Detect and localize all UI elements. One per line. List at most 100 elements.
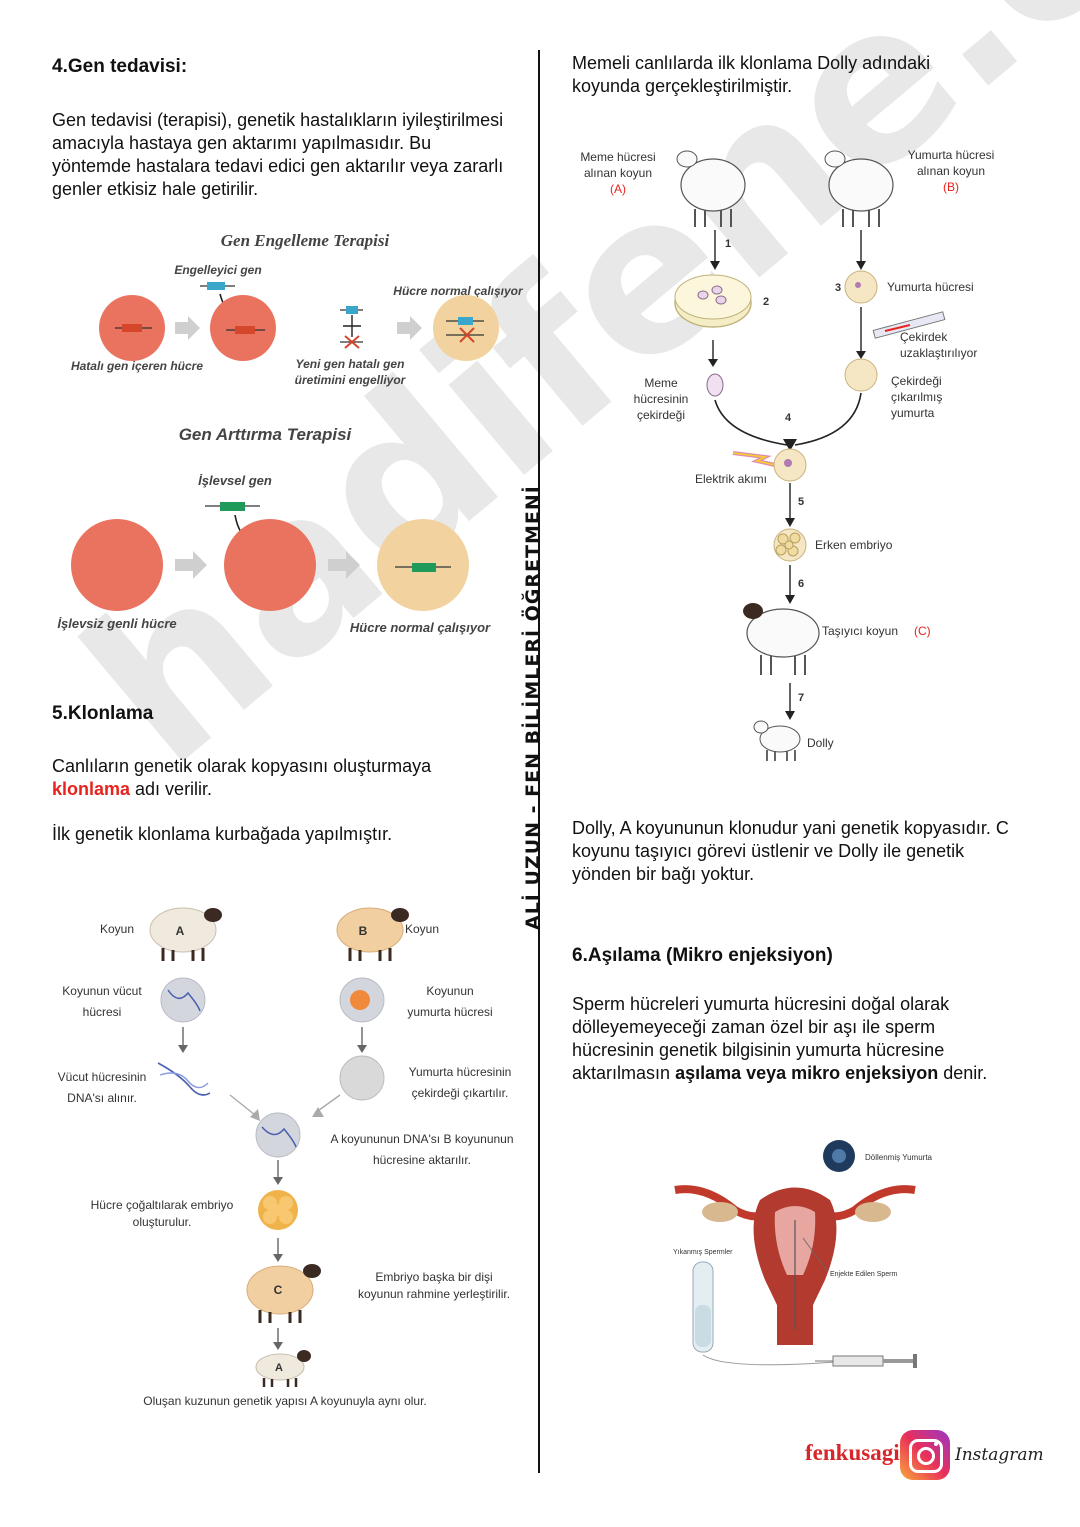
svg-text:Yumurta hücresinin: Yumurta hücresinin xyxy=(409,1065,512,1079)
sheep-b-letter: B xyxy=(359,924,368,938)
faulty-label: Hatalı gen içeren hücre xyxy=(71,359,203,373)
svg-text:Koyunun: Koyunun xyxy=(426,984,473,998)
syringe-icon xyxy=(815,1354,917,1368)
cloning-definition: Canlıların genetik olarak kopyasını oluş… xyxy=(52,756,432,799)
augmentation-title: Gen Arttırma Terapisi xyxy=(179,425,353,444)
block-label-2: üretimini engelliyor xyxy=(295,373,407,387)
uterus-injection-figure: Döllenmiş Yumurta Enjekte Edilen Sperm Y… xyxy=(673,1140,933,1368)
arrow-right-icon xyxy=(328,551,360,579)
svg-text:Hücre çoğaltılarak embriyo: Hücre çoğaltılarak embriyo xyxy=(91,1198,234,1212)
gene-inhibition-figure: Gen Engelleme Terapisi Engelleyici gen H… xyxy=(71,231,524,387)
sheep-a-label: Koyun xyxy=(100,922,134,936)
body-cell-icon xyxy=(160,977,206,1023)
svg-text:Enjekte Edilen Sperm: Enjekte Edilen Sperm xyxy=(830,1271,897,1278)
dna-strand-icon xyxy=(157,1062,211,1096)
svg-text:alınan koyun: alınan koyun xyxy=(917,164,985,178)
petri-dish-icon xyxy=(674,274,752,328)
svg-text:koyunun rahmine yerleştirilir.: koyunun rahmine yerleştirilir. xyxy=(358,1287,510,1301)
svg-text:5: 5 xyxy=(798,496,804,508)
svg-text:Yumurta hücresi: Yumurta hücresi xyxy=(887,280,974,294)
cloning-diagram: Koyun A B Koyun Koyunun vücut hücresi Ko… xyxy=(58,907,514,1408)
svg-text:4: 4 xyxy=(785,412,792,424)
ovary-left xyxy=(702,1202,738,1222)
arrow-right-icon xyxy=(175,551,207,579)
gen-therapy-text: Gen tedavisi (terapisi), genetik hastalı… xyxy=(52,110,504,199)
dolly-intro: Memeli canlılarda ilk klonlama Dolly adı… xyxy=(572,53,931,96)
gene-augmentation-figure: Gen Arttırma Terapisi İşlevsel gen İşlev… xyxy=(57,425,491,635)
svg-text:hücresine aktarılır.: hücresine aktarılır. xyxy=(373,1153,471,1167)
svg-text:yumurta hücresi: yumurta hücresi xyxy=(407,1005,492,1019)
svg-text:hücresi: hücresi xyxy=(83,1005,122,1019)
svg-text:DNA'sı alınır.: DNA'sı alınır. xyxy=(67,1091,137,1105)
svg-text:çekirdeği: çekirdeği xyxy=(637,408,685,422)
sheep-a-letter: A xyxy=(176,924,185,938)
normal-label-1: Hücre normal çalışıyor xyxy=(393,284,524,298)
functional-gene-label: İşlevsel gen xyxy=(198,473,272,488)
sheep-b-icon xyxy=(824,150,894,227)
cloning-keyword: klonlama xyxy=(52,779,131,799)
nonfunctional-label: İşlevsiz genli hücre xyxy=(57,616,176,631)
inhibition-title: Gen Engelleme Terapisi xyxy=(221,231,390,250)
enucleated-egg-icon xyxy=(339,1055,385,1101)
cloning-title: 5.Klonlama xyxy=(52,703,154,724)
gen-therapy-title: 4.Gen tedavisi: xyxy=(52,56,188,77)
svg-text:3: 3 xyxy=(835,282,841,294)
sheep-c-icon: C xyxy=(246,1264,321,1323)
svg-text:(B): (B) xyxy=(943,180,959,194)
enucleated-egg-icon xyxy=(844,358,878,392)
svg-text:7: 7 xyxy=(798,692,804,704)
svg-text:Taşıyıcı koyun: Taşıyıcı koyun xyxy=(822,624,898,638)
svg-text:1: 1 xyxy=(725,238,731,250)
embryo-icon xyxy=(258,1190,298,1230)
svg-text:Yıkanmış Spermler: Yıkanmış Spermler xyxy=(673,1249,733,1256)
transfer-cell-icon xyxy=(255,1112,301,1158)
pipette-icon xyxy=(872,311,946,339)
svg-text:Çekirdeği: Çekirdeği xyxy=(891,374,942,388)
column-divider xyxy=(538,50,540,1473)
sheep-a-icon xyxy=(676,150,746,227)
sheep-a-icon: A xyxy=(149,907,222,961)
svg-text:Koyunun vücut: Koyunun vücut xyxy=(62,984,142,998)
first-clone-text: İlk genetik klonlama kurbağada yapılmışt… xyxy=(52,824,393,844)
svg-text:Çekirdek: Çekirdek xyxy=(900,330,948,344)
ovary-right xyxy=(855,1202,891,1222)
dolly-lamb-icon xyxy=(753,720,801,761)
svg-text:Meme: Meme xyxy=(644,376,678,390)
sheep-c-letter: C xyxy=(274,1283,283,1297)
nucleus-icon xyxy=(706,373,724,397)
insemination-title: 6.Aşılama (Mikro enjeksiyon) xyxy=(572,945,833,966)
lamb-icon: A xyxy=(255,1350,311,1387)
insemination-text: Sperm hücreleri yumurta hücresini doğal … xyxy=(572,994,988,1083)
normal-cell xyxy=(433,295,499,361)
sheep-b-label: Koyun xyxy=(405,922,439,936)
early-embryo-icon xyxy=(773,528,807,562)
lamb-letter: A xyxy=(275,1362,283,1374)
sheep-b-icon: B xyxy=(336,907,409,961)
block-label-1: Yeni gen hatalı gen xyxy=(296,357,405,371)
svg-text:uzaklaştırılıyor: uzaklaştırılıyor xyxy=(900,346,977,360)
svg-text:Vücut hücresinin: Vücut hücresinin xyxy=(58,1070,147,1084)
dolly-explanation: Dolly, A koyununun klonudur yani genetik… xyxy=(572,818,1009,884)
instagram-icon[interactable] xyxy=(900,1430,950,1480)
svg-text:A koyununun DNA'sı B koyununun: A koyununun DNA'sı B koyununun xyxy=(330,1132,513,1146)
surrogate-sheep-icon xyxy=(743,603,820,675)
svg-text:Döllenmiş Yumurta: Döllenmiş Yumurta xyxy=(865,1153,933,1162)
svg-text:(C): (C) xyxy=(914,624,931,638)
svg-text:Dolly: Dolly xyxy=(807,736,834,750)
svg-text:2: 2 xyxy=(763,296,769,308)
svg-text:Meme hücresi: Meme hücresi xyxy=(580,150,655,164)
arrow-right-icon xyxy=(397,316,422,340)
svg-text:6: 6 xyxy=(798,578,804,590)
brand-name: fenkusagi xyxy=(805,1440,900,1465)
svg-text:oluşturulur.: oluşturulur. xyxy=(133,1215,192,1229)
svg-text:alınan koyun: alınan koyun xyxy=(584,166,652,180)
svg-text:Elektrik akımı: Elektrik akımı xyxy=(695,472,767,486)
svg-text:hücresinin: hücresinin xyxy=(634,392,689,406)
clone-result-text: Oluşan kuzunun genetik yapısı A koyunuyl… xyxy=(143,1394,427,1408)
arrow-right-icon xyxy=(175,316,200,340)
egg-cell-icon xyxy=(844,270,878,304)
recipient-cell xyxy=(224,519,316,611)
instagram-label[interactable]: Instagram xyxy=(955,1445,1044,1465)
svg-text:Embriyo başka bir dişi: Embriyo başka bir dişi xyxy=(375,1270,492,1284)
nonfunctional-cell xyxy=(71,519,163,611)
